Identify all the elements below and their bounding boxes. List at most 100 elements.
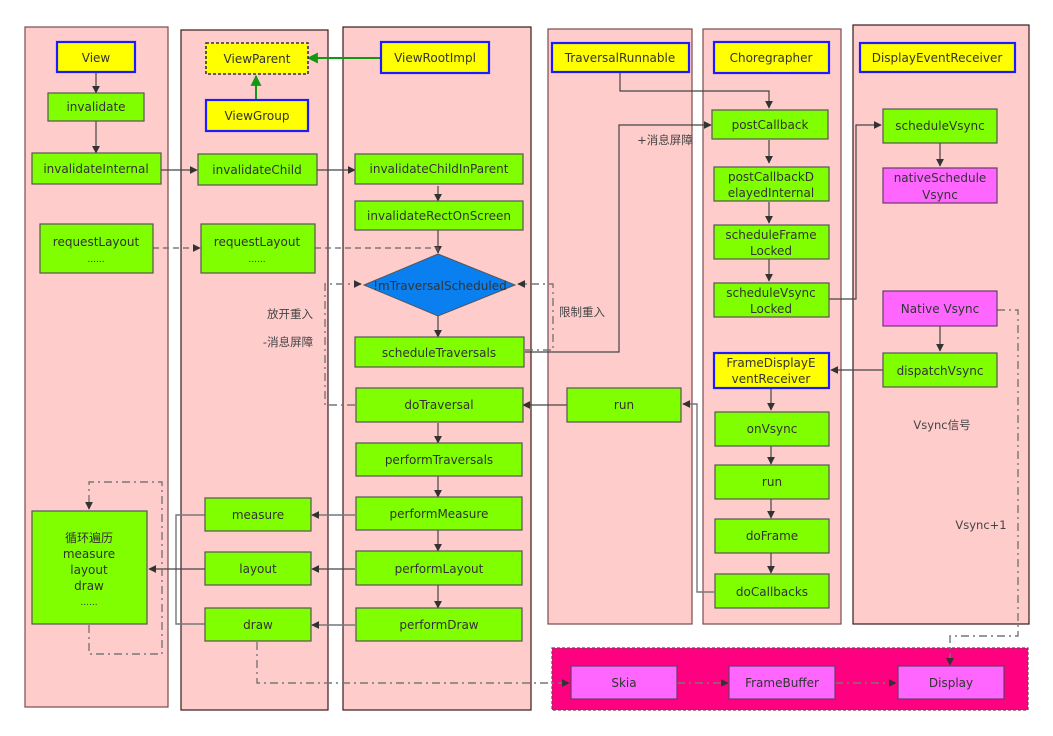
node-vri-dotraversal[interactable]: doTraversal xyxy=(355,387,524,423)
edge-traversalrunnable-to-postcallback xyxy=(619,72,773,109)
node-de-schedulevsync[interactable]: scheduleVsync xyxy=(882,108,998,144)
node-label: invalidateChildInParent xyxy=(370,162,509,176)
node-label: performDraw xyxy=(399,618,478,632)
node-label: invalidateChild xyxy=(212,163,301,177)
node-framebuffer[interactable]: FrameBuffer xyxy=(728,665,836,700)
class-displayeventreceiver-label: DisplayEventReceiver xyxy=(872,51,1003,65)
node-label: doTraversal xyxy=(404,398,473,412)
node-vri-performmeasure[interactable]: performMeasure xyxy=(355,496,523,531)
node-label: Vsync xyxy=(922,188,958,202)
lane-viewrootimpl xyxy=(342,26,532,711)
node-ch-scheduleframelocked[interactable]: scheduleFrame Locked xyxy=(713,224,830,260)
node-label: invalidate xyxy=(66,100,125,114)
edge-draw-to-skia xyxy=(256,642,570,687)
node-vri-invalidatechildinparent[interactable]: invalidateChildInParent xyxy=(354,153,524,185)
class-traversalrunnable[interactable]: TraversalRunnable xyxy=(550,41,691,74)
node-label: FrameBuffer xyxy=(745,676,819,690)
decision-mtraversalscheduled[interactable]: !mTraversalScheduled xyxy=(362,253,517,317)
node-label-ellipsis: ...... xyxy=(248,255,265,265)
note-add-barrier: +消息屏障 xyxy=(637,133,693,147)
node-de-dispatchvsync[interactable]: dispatchVsync xyxy=(882,352,998,388)
node-label: layout xyxy=(70,563,108,577)
node-skia[interactable]: Skia xyxy=(570,665,678,700)
node-label: scheduleTraversals xyxy=(382,346,496,360)
node-label: layout xyxy=(239,562,277,576)
edge-docallbacks-to-traversal-run xyxy=(682,400,714,593)
node-label: invalidateInternal xyxy=(43,162,148,176)
edge-loop-recursion xyxy=(85,481,163,655)
node-ch-postcallback[interactable]: postCallback xyxy=(711,109,829,140)
node-label: scheduleVsync xyxy=(726,286,816,300)
node-vg-invalidatechild[interactable]: invalidateChild xyxy=(197,153,318,186)
node-label: requestLayout xyxy=(53,235,140,249)
node-label: postCallback xyxy=(732,118,809,132)
node-ch-postcallbackdelayedinternal[interactable]: postCallbackD elayedInternal xyxy=(713,166,830,202)
node-label: ...... xyxy=(80,598,97,608)
node-label: run xyxy=(762,475,782,489)
node-ch-docallbacks[interactable]: doCallbacks xyxy=(714,573,830,609)
node-vg-requestlayout[interactable]: requestLayout ...... xyxy=(200,223,316,274)
node-view-invalidate[interactable]: invalidate xyxy=(47,92,145,122)
node-label: Locked xyxy=(750,244,792,258)
node-label: performMeasure xyxy=(390,507,489,521)
class-choreographer-label: Choregrapher xyxy=(730,51,813,65)
node-view-invalidateinternal[interactable]: invalidateInternal xyxy=(31,152,162,185)
node-label: 循环遍历 xyxy=(65,531,113,545)
edge-nativevsync-to-display xyxy=(946,309,1019,666)
node-label: ventReceiver xyxy=(732,372,811,386)
node-label: doFrame xyxy=(746,529,798,543)
edge-dotraversal-release-reentry xyxy=(324,280,362,406)
note-vsync-plus-one: Vsync+1 xyxy=(955,518,1006,532)
class-traversalrunnable-label: TraversalRunnable xyxy=(564,51,676,65)
node-de-nativevsync[interactable]: Native Vsync xyxy=(882,290,998,327)
node-view-requestlayout[interactable]: requestLayout ...... xyxy=(39,223,154,274)
class-viewrootimpl[interactable]: ViewRootImpl xyxy=(379,40,491,75)
node-tr-run[interactable]: run xyxy=(566,387,682,423)
node-vg-draw[interactable]: draw xyxy=(204,607,312,642)
node-label: postCallbackD xyxy=(728,170,814,184)
class-view[interactable]: View xyxy=(55,40,137,74)
note-remove-barrier: -消息屏障 xyxy=(263,335,313,349)
interface-viewparent[interactable]: ViewParent xyxy=(205,42,309,75)
class-view-label: View xyxy=(82,51,111,65)
node-label: onVsync xyxy=(747,422,798,436)
decision-label: !mTraversalScheduled xyxy=(373,279,506,293)
class-displayeventreceiver[interactable]: DisplayEventReceiver xyxy=(858,41,1017,74)
node-ch-schedulevsynclocked[interactable]: scheduleVsync Locked xyxy=(713,282,830,318)
node-label: doCallbacks xyxy=(736,585,808,599)
edge-schedulevsynclocked-to-schedulevsync xyxy=(829,121,882,300)
node-label: FrameDisplayE xyxy=(726,356,815,370)
node-label: Skia xyxy=(611,676,636,690)
node-vg-measure[interactable]: measure xyxy=(204,497,312,532)
note-release-reentry: 放开重入 xyxy=(267,307,313,321)
note-vsync-signal: Vsync信号 xyxy=(913,418,970,432)
class-viewgroup[interactable]: ViewGroup xyxy=(204,98,310,133)
node-ch-run[interactable]: run xyxy=(714,464,830,500)
node-vri-performlayout[interactable]: performLayout xyxy=(355,550,523,586)
node-label: Native Vsync xyxy=(901,302,979,316)
node-ch-onvsync[interactable]: onVsync xyxy=(714,411,830,447)
node-label: draw xyxy=(74,579,104,593)
node-display[interactable]: Display xyxy=(897,665,1005,700)
class-framedisplayeventreceiver[interactable]: FrameDisplayE ventReceiver xyxy=(712,351,831,390)
node-label-ellipsis: ...... xyxy=(87,255,104,265)
node-label: run xyxy=(614,398,634,412)
node-view-traversal-loop[interactable]: 循环遍历 measure layout draw ...... xyxy=(31,510,148,625)
node-vg-layout[interactable]: layout xyxy=(204,551,312,586)
node-vri-performtraversals[interactable]: performTraversals xyxy=(355,442,523,477)
node-vri-invalidaterectonscreen[interactable]: invalidateRectOnScreen xyxy=(354,200,524,231)
node-vri-performdraw[interactable]: performDraw xyxy=(355,607,523,642)
node-ch-doframe[interactable]: doFrame xyxy=(714,518,830,554)
lane-viewgroup xyxy=(180,29,329,711)
node-label: scheduleFrame xyxy=(725,228,816,242)
lane-traversalrunnable xyxy=(547,28,693,625)
class-viewgroup-label: ViewGroup xyxy=(224,109,289,123)
node-label: elayedInternal xyxy=(728,186,814,200)
class-choreographer[interactable]: Choregrapher xyxy=(712,40,831,75)
node-vri-scheduletraversals[interactable]: scheduleTraversals xyxy=(354,336,525,368)
node-label: draw xyxy=(243,618,273,632)
node-label: measure xyxy=(63,547,115,561)
node-label: measure xyxy=(232,508,284,522)
node-de-nativeschedulevsync[interactable]: nativeSchedule Vsync xyxy=(882,167,998,204)
edge-requestlayout-vg-to-decision xyxy=(315,247,439,253)
